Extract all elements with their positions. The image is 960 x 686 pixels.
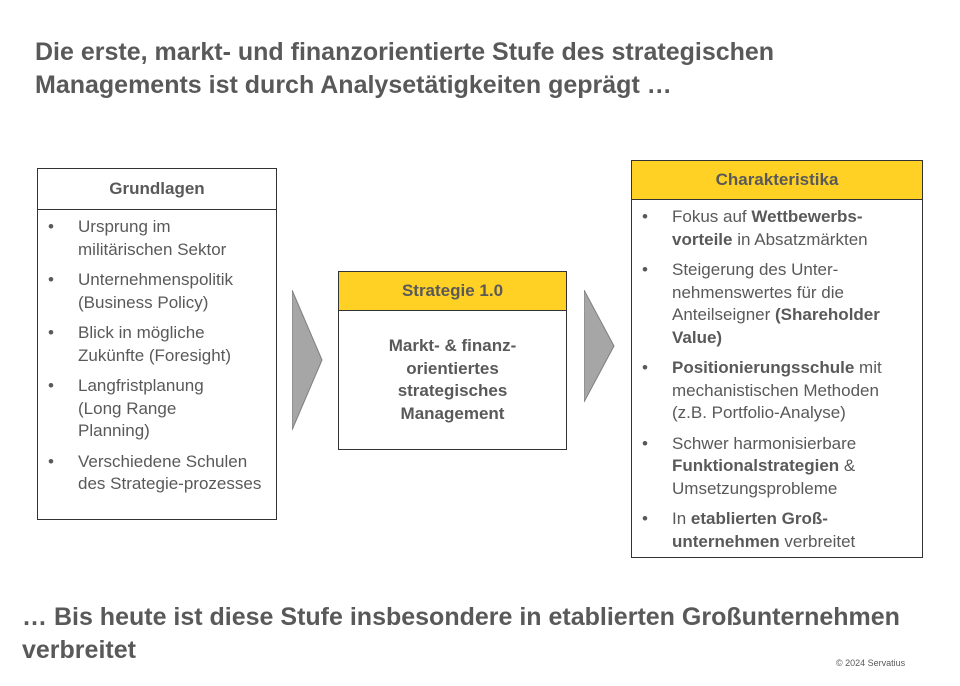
list-item: Langfristplanung (Long Range Planning) (38, 375, 266, 443)
list-item: Blick in mögliche Zukünfte (Foresight) (38, 322, 266, 367)
list-item-segment: verbreitet (779, 531, 856, 551)
list-item: Fokus auf Wettbewerbs-vorteile in Absatz… (632, 206, 910, 251)
list-item-segment: mit mechanistischen Methoden (z.B. Portf… (672, 358, 882, 422)
arrow-right-icon (584, 290, 615, 403)
strategie-box: Strategie 1.0 Markt- & finanz-orientiert… (338, 271, 567, 450)
list-item: Schwer harmonisierbare Funktionalstrateg… (632, 433, 910, 501)
charakteristika-heading: Charakteristika (632, 161, 922, 200)
list-item-segment: Funktionalstrategien (672, 456, 840, 475)
grundlagen-box: Grundlagen Ursprung im militärischen Sek… (37, 168, 277, 520)
list-item: Ursprung im militärischen Sektor (38, 216, 266, 261)
list-item-segment: Wettbewerbs-vorteile (672, 207, 863, 249)
slide-title: Die erste, markt- und finanzorientierte … (35, 38, 775, 99)
list-item-segment: In (672, 509, 691, 528)
charakteristika-box: Charakteristika Fokus auf Wettbewerbs-vo… (631, 160, 923, 558)
copyright: © 2024 Servatius (836, 658, 906, 668)
conclusion-text: … Bis heute ist diese Stufe insbesondere… (22, 603, 900, 664)
list-item: In etablierten Groß-unternehmen verbreit… (632, 508, 910, 553)
list-item-segment: & Umsetzungsprobleme (672, 456, 856, 498)
list-item-segment: Schwer harmonisierbare (672, 433, 857, 453)
list-item: Verschiedene Schulen des Strategie-proze… (38, 451, 266, 496)
strategie-heading: Strategie 1.0 (339, 272, 566, 311)
list-item: Unternehmenspolitik (Business Policy) (38, 269, 266, 314)
list-item-segment: Fokus auf (672, 207, 752, 226)
arrow-right-icon (292, 290, 323, 431)
list-item: Steigerung des Unter-nehmenswertes für d… (632, 259, 910, 349)
list-item-segment: Positionierungsschule (672, 358, 855, 377)
list-item-segment: (Shareholder Value) (672, 305, 880, 347)
grundlagen-heading: Grundlagen (38, 169, 276, 210)
list-item-segment: Steigerung des Unter-nehmenswertes für d… (672, 260, 844, 324)
list-item: Positionierungsschule mit mechanistische… (632, 357, 910, 425)
strategie-body: Markt- & finanz-orientiertes strategisch… (388, 336, 517, 423)
list-item-segment: in Absatzmärkten (732, 229, 868, 249)
list-item-segment: etablierten Groß-unternehmen (672, 509, 828, 551)
